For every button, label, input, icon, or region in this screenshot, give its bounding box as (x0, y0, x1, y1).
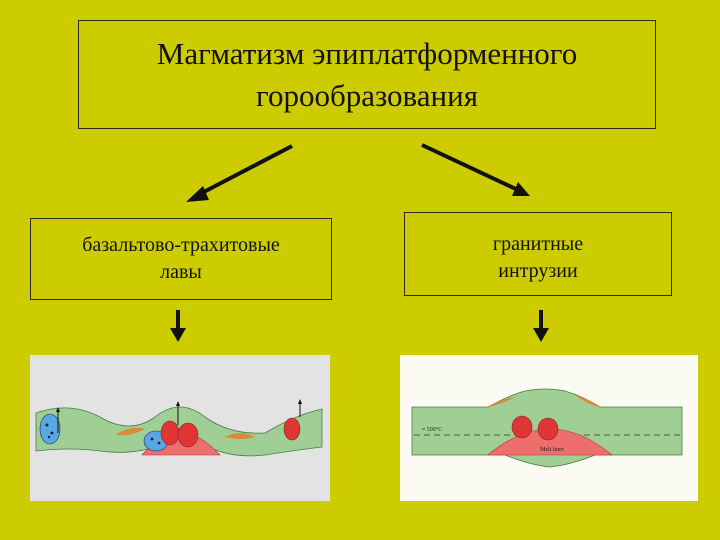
arrow-down-right (533, 310, 549, 342)
arrow-down-left (170, 310, 186, 342)
arrow-to-left-branch (186, 146, 292, 202)
melt-zone-label: Melt liner (540, 447, 564, 453)
magma-chamber (161, 421, 179, 445)
granite-intrusions-cross-section: ≈ 500°C Melt liner (400, 355, 698, 501)
granite-pluton (538, 418, 558, 440)
magma-chamber (178, 423, 198, 447)
granite-pluton (512, 416, 532, 438)
arrow-to-right-branch (422, 145, 530, 196)
magma-chamber (284, 418, 300, 440)
basalt-lavas-cross-section (30, 355, 330, 501)
basalt-body (40, 414, 60, 444)
isotherm-temp-label: ≈ 500°C (422, 426, 442, 433)
